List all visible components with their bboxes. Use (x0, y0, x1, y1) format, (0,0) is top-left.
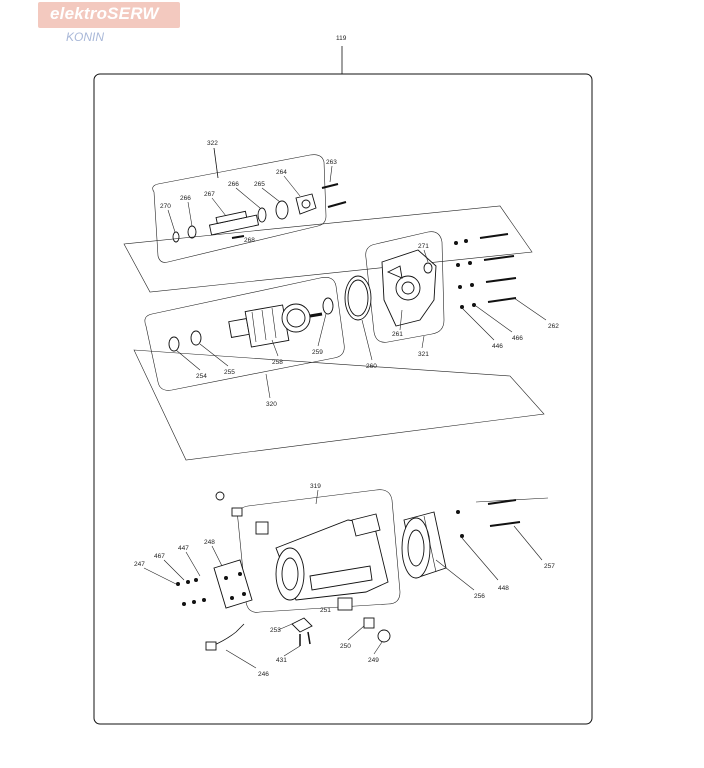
label-322: 322 (207, 140, 218, 147)
washers-446 (454, 241, 464, 309)
label-248: 248 (204, 539, 215, 546)
cable-246 (211, 623, 245, 647)
watermark-brand: elektroSERW (50, 4, 159, 23)
label-446: 446 (492, 343, 503, 350)
label-246: 246 (258, 671, 269, 678)
clip-253 (291, 617, 313, 646)
label-266-lower: 266 (180, 195, 191, 202)
label-466: 466 (512, 335, 523, 342)
bearing-housing-part (381, 249, 437, 327)
brush-cap-250 (363, 617, 375, 629)
frame-label: 119 (336, 35, 347, 42)
label-431: 431 (276, 657, 287, 664)
screw-set-262 (479, 233, 517, 303)
key-268 (231, 235, 245, 239)
label-262: 262 (548, 323, 559, 330)
label-254: 254 (196, 373, 207, 380)
spacer-254 (168, 336, 180, 352)
screw-263a (321, 183, 339, 189)
washer-266 (187, 225, 197, 239)
label-259: 259 (312, 349, 323, 356)
label-257: 257 (544, 563, 555, 570)
washer-270 (172, 231, 180, 243)
label-467: 467 (154, 553, 165, 560)
diagram-frame (93, 73, 593, 725)
screws-247 (176, 578, 206, 606)
upper-band-outline (123, 205, 533, 293)
group-321-outline (365, 231, 445, 343)
label-268: 268 (244, 237, 255, 244)
group-322-outline (152, 154, 327, 263)
label-249: 249 (368, 657, 379, 664)
motor-housing-part (275, 513, 389, 601)
group-320-outline (144, 277, 345, 391)
washers-448 (456, 510, 464, 538)
end-plate-248 (213, 559, 253, 609)
label-447: 447 (178, 545, 189, 552)
brush-holder-parts (215, 491, 269, 535)
label-321: 321 (418, 351, 429, 358)
screw-263b (327, 201, 347, 208)
label-448: 448 (498, 585, 509, 592)
watermark-city: KONIN (66, 30, 105, 44)
label-251: 251 (320, 607, 331, 614)
label-258: 258 (272, 359, 283, 366)
ring-266 (257, 207, 267, 223)
label-261: 261 (392, 331, 403, 338)
bearing-265 (275, 200, 289, 220)
label-263: 263 (326, 159, 337, 166)
screws-257 (487, 499, 521, 527)
label-271: 271 (418, 243, 429, 250)
label-247: 247 (134, 561, 145, 568)
watermark-box (38, 2, 180, 28)
washers-466 (464, 239, 476, 307)
label-266-upper: 266 (228, 181, 239, 188)
brush-251 (337, 597, 353, 611)
ring-260-inner (347, 279, 369, 317)
label-319: 319 (310, 483, 321, 490)
label-265: 265 (254, 181, 265, 188)
cable-clamp (205, 641, 217, 651)
armature-part (228, 303, 323, 348)
label-253: 253 (270, 627, 281, 634)
stator-part (401, 511, 447, 579)
bearing-259 (322, 297, 334, 315)
bearing-255 (190, 330, 202, 346)
label-320: 320 (266, 401, 277, 408)
label-264: 264 (276, 169, 287, 176)
brush-cap-249 (377, 629, 391, 643)
label-250: 250 (340, 643, 351, 650)
label-267: 267 (204, 191, 215, 198)
label-255: 255 (224, 369, 235, 376)
middle-band-outline (133, 349, 545, 461)
label-256: 256 (474, 593, 485, 600)
group-319-outline (237, 489, 401, 613)
label-270: 270 (160, 203, 171, 210)
plate-264 (295, 193, 317, 215)
shaft-part (208, 210, 260, 236)
